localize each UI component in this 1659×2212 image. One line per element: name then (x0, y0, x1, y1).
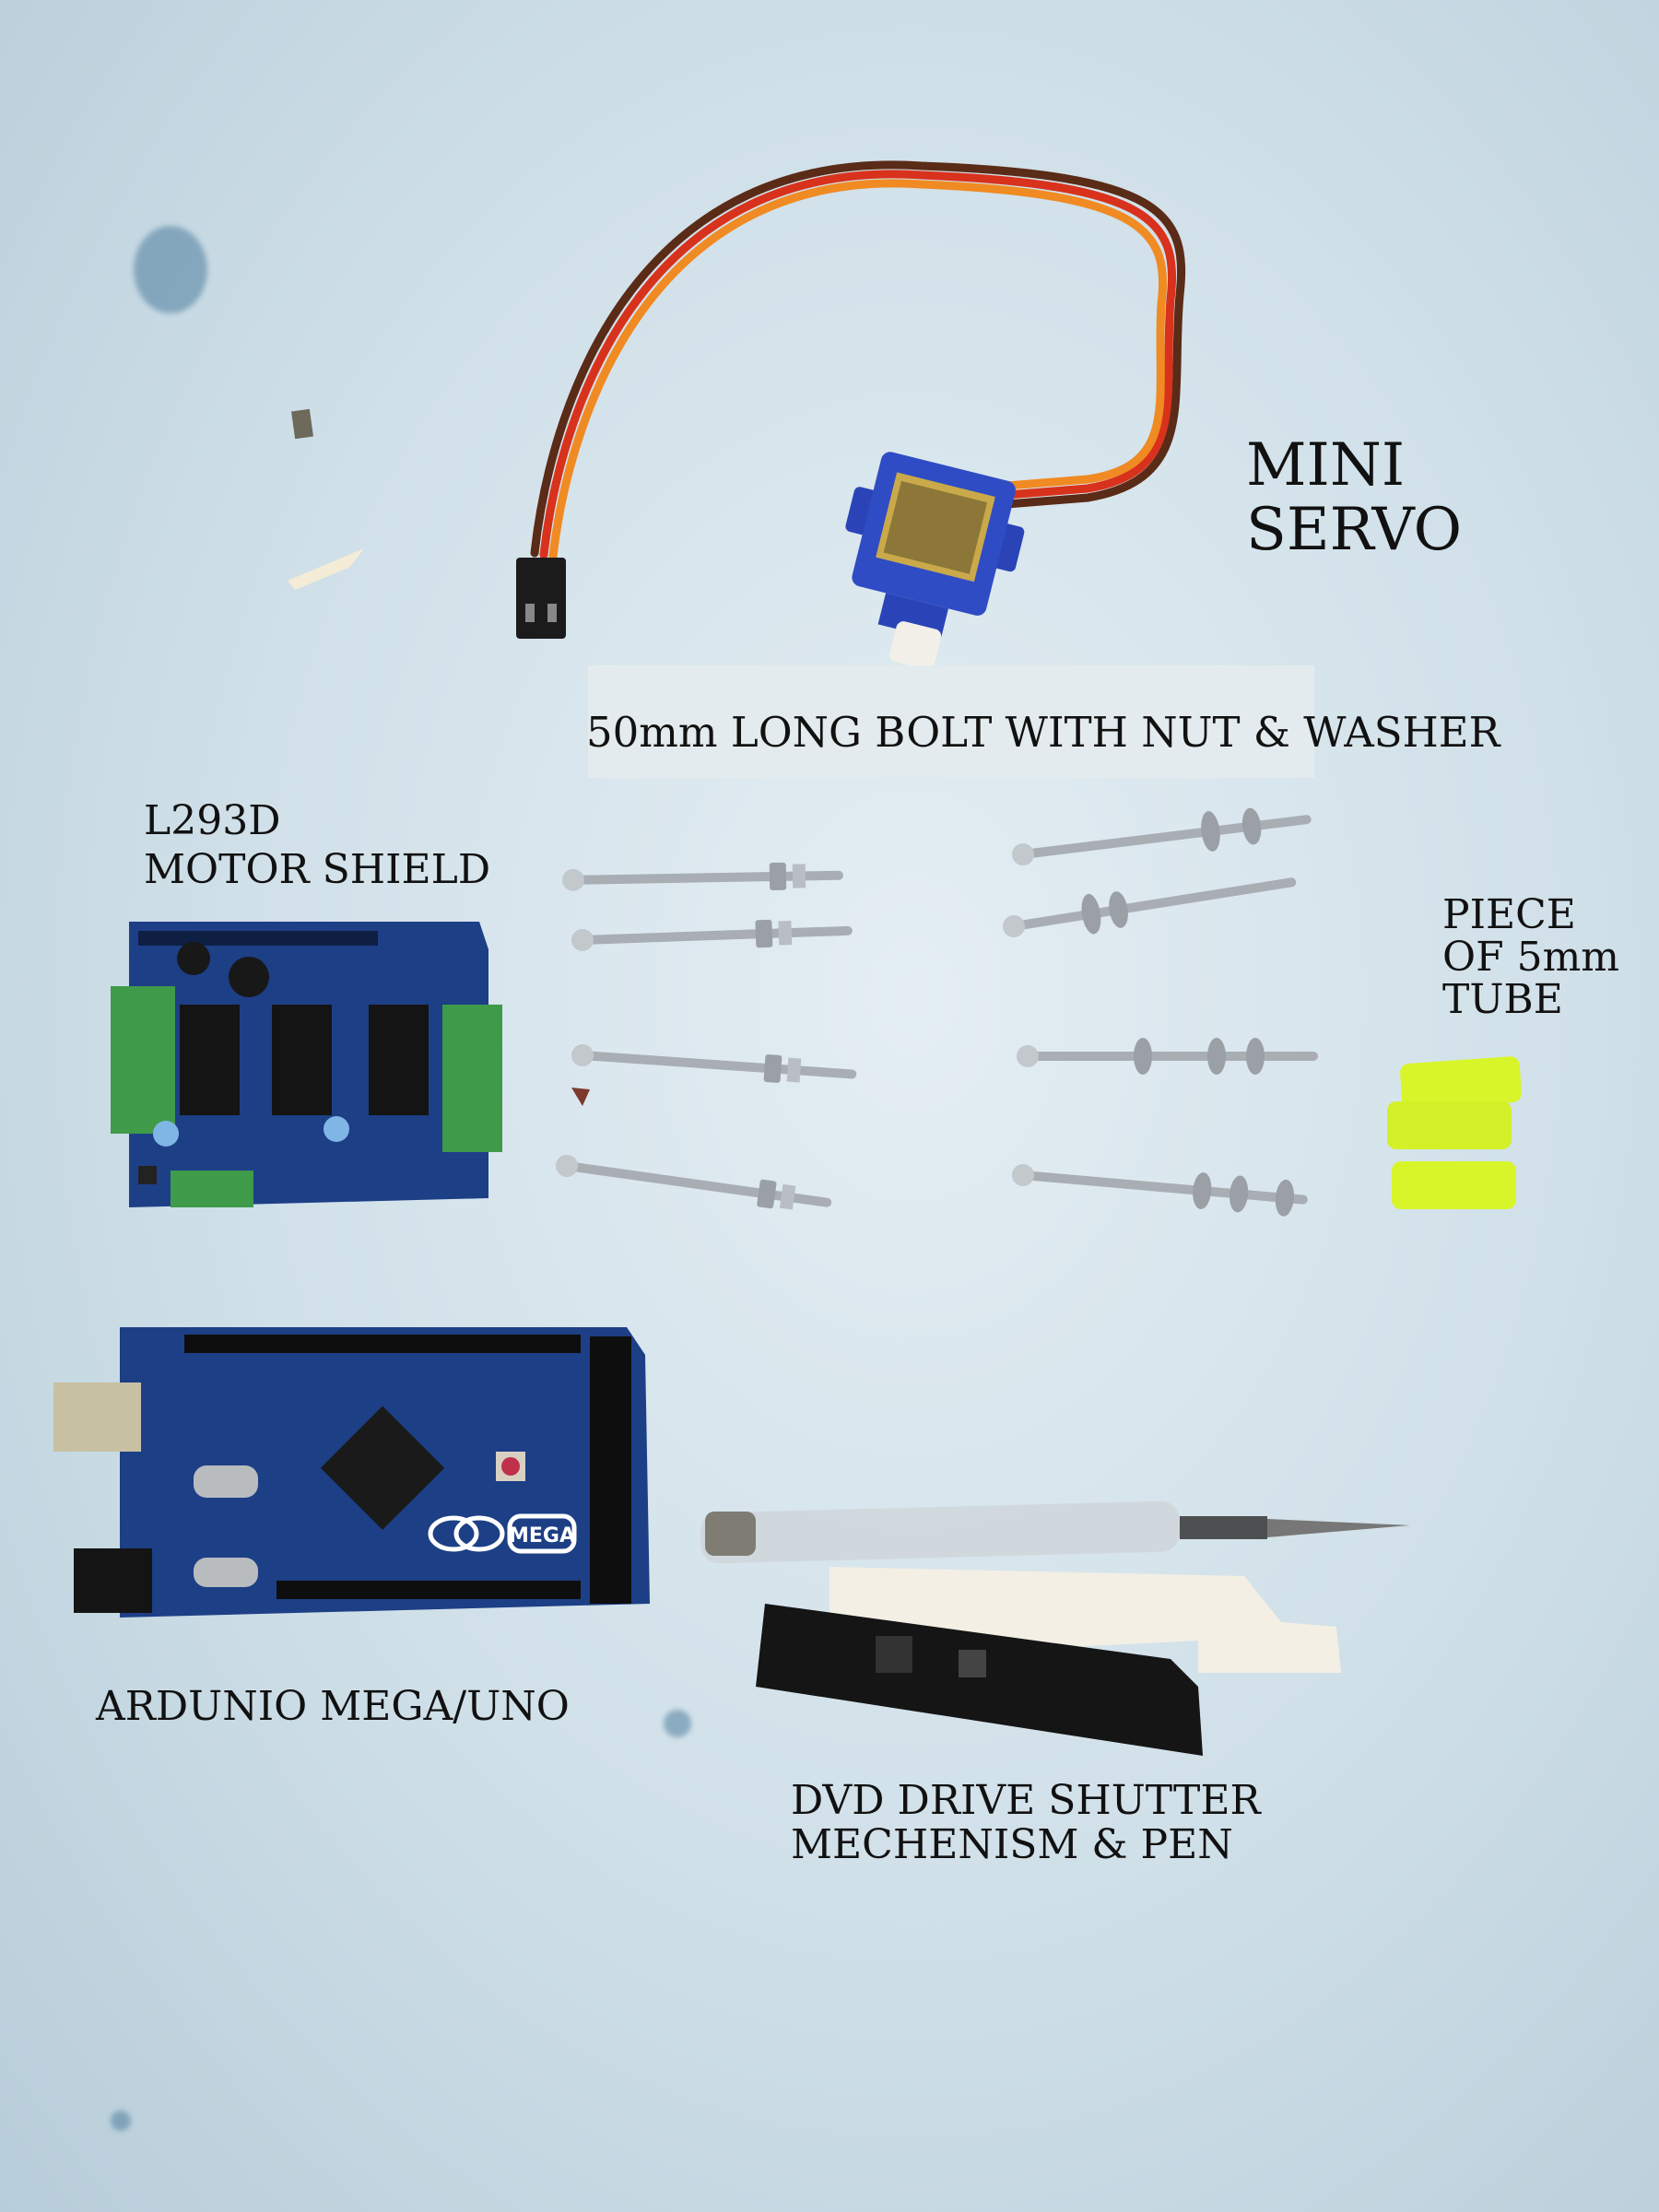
label-motor-shield-line1: L293D (144, 797, 281, 844)
bolt-label-box (588, 665, 1314, 778)
debris-chip (571, 1088, 590, 1106)
label-tube-line2: OF 5mm (1442, 934, 1620, 982)
mini-servo (845, 452, 1025, 670)
arduino-mega-board: MEGA (53, 1327, 650, 1618)
label-tube: PIECE OF 5mm TUBE (1442, 891, 1620, 1024)
mega-logo-text: MEGA (509, 1524, 575, 1547)
ink-stain (664, 1710, 691, 1737)
ink-stain (111, 2111, 131, 2131)
label-tube-line3: TUBE (1442, 976, 1563, 1024)
debris-flake (288, 548, 364, 590)
label-arduino: ARDUNIO MEGA/UNO (96, 1683, 570, 1730)
motor-shield (111, 922, 502, 1207)
bolt (1012, 807, 1312, 865)
label-mini-servo-line2: SERVO (1246, 496, 1463, 565)
debris-chip (291, 408, 313, 440)
label-tube-line1: PIECE (1442, 891, 1576, 938)
servo-wires (530, 160, 1186, 561)
bolt (556, 1155, 832, 1210)
ink-stain (134, 226, 207, 313)
servo-connector (516, 558, 566, 639)
bolt (561, 862, 843, 891)
label-bolt: 50mm LONG BOLT WITH NUT & WASHER (586, 708, 1500, 757)
bolt (1017, 1038, 1318, 1075)
bolt (1003, 877, 1297, 937)
bolt (571, 1044, 857, 1083)
pen (700, 1500, 1410, 1564)
label-dvd-line2: MECHENISM & PEN (791, 1821, 1233, 1869)
bolt (571, 919, 853, 951)
label-motor-shield-line2: MOTOR SHIELD (144, 845, 491, 893)
tube-pieces (1387, 1056, 1522, 1209)
label-mini-servo-line1: MINI (1246, 431, 1406, 500)
label-dvd-mechanism: DVD DRIVE SHUTTER MECHENISM & PEN (791, 1777, 1261, 1869)
label-mini-servo: MINI SERVO (1246, 433, 1462, 563)
bolts-right (1003, 807, 1318, 1217)
bolts-left (556, 862, 857, 1210)
label-dvd-line1: DVD DRIVE SHUTTER (791, 1777, 1261, 1824)
dvd-shutter-mechanism (756, 1567, 1341, 1756)
bolt (1012, 1164, 1308, 1217)
label-motor-shield: L293D MOTOR SHIELD (144, 797, 490, 895)
